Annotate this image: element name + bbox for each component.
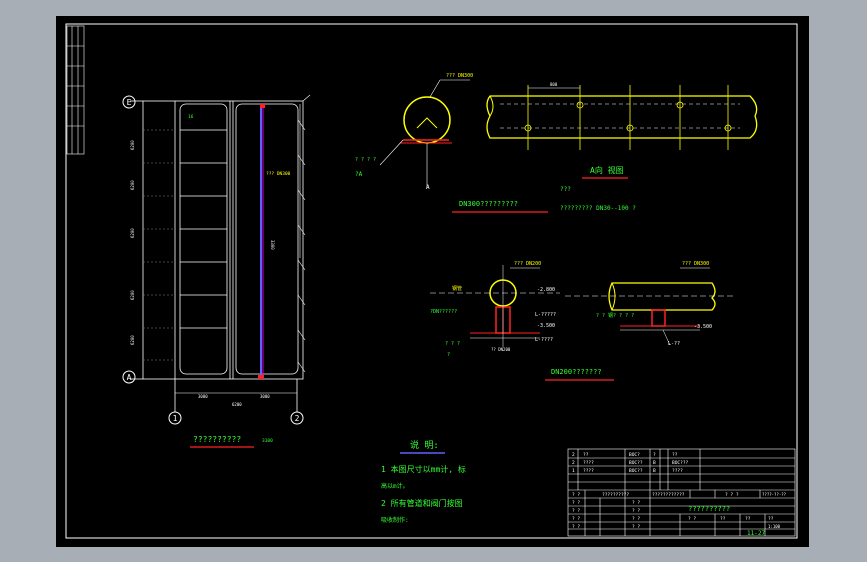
notes-line-2: 高以m计。 (381, 482, 409, 490)
axis-label-2: 2 (295, 414, 300, 423)
section-b-elev-3: -3.500 (537, 323, 555, 329)
title-block: 2 ?? ВОС? ? ?? 2 ???? ВОС?? В ВОС??? 1 ?… (567, 448, 796, 537)
view-a: 800 A向 视图 ??? ????????? DN30--100 ? (486, 82, 758, 212)
tb-row2-col3: ВОС?? (629, 460, 643, 466)
tb-sub-header-5: ????-??-?? (762, 492, 787, 497)
view-a-note-1: ??? (560, 186, 571, 193)
section-b-top-label: ??? DN200 (514, 261, 541, 267)
section-a-title: DN300????????? (459, 200, 518, 208)
tb-row1-col5: ?? (672, 452, 678, 458)
notes-line-4: 吸收制作: (381, 516, 409, 524)
section-b: ??? DN200 钢管 ?DN?????? ? ? ? ? -2.800 L-… (430, 261, 614, 381)
section-b-left-label-4: ? (447, 352, 450, 358)
tb-sub-header-3: ???????????? (652, 492, 685, 498)
tb-row2-col2: ???? (583, 460, 594, 466)
tb-left-cell-1: ? ? (572, 500, 580, 506)
tb-row2-col5: ВОС??? (672, 460, 689, 466)
tb-sub-header-1: ? ? (572, 492, 580, 498)
notes-line-1: 1 本图尺寸以mm计, 标 (381, 464, 466, 474)
tb-row1-col2: ?? (583, 452, 589, 458)
tb-sub-header-2: ?????????? (602, 492, 629, 498)
section-b-left-label-3: ? ? ? (445, 341, 460, 347)
plan-dim-left-4: 6200 (130, 290, 135, 300)
plan-scale: 3100 (262, 438, 273, 444)
axis-bubble-e: E (122, 95, 136, 109)
tb-row3-col2: ???? (583, 468, 594, 474)
section-c-left-label: ? ? 钢? ? ? ? (596, 312, 634, 319)
tb-mid-cell-4: ? ? (632, 524, 640, 530)
plan-pipe-label: ??? DN300 (266, 171, 291, 177)
tb-row1-col4: ? (653, 452, 656, 458)
tb-row1-col3: ВОС? (629, 452, 640, 458)
drawing-border (65, 23, 798, 539)
plan-dim-left-3: 6200 (130, 228, 135, 238)
tb-project-name: ?????????? (688, 505, 730, 513)
section-a-top-label: ??? DN300 (446, 73, 473, 79)
tb-right-cell-2: ?? (720, 516, 726, 522)
view-a-dim: 800 (550, 82, 558, 87)
section-b-elev-4: L-???? (535, 337, 553, 343)
view-a-title: A向 视图 (590, 165, 624, 175)
tb-mid-cell-3: ? ? (632, 516, 640, 522)
section-b-elev-1: -2.800 (537, 287, 555, 293)
plan-view: E A 1 2 16 ??? DN300 3300 3000 3000 6200… (122, 94, 311, 448)
axis-label-e: E (127, 98, 132, 107)
notes-block: 说 明: 1 本图尺寸以mm计, 标 高以m计。 2 所有管道和阀门按图 吸收制… (381, 439, 466, 524)
section-b-dim: ?? DN200 (491, 347, 511, 352)
plan-title: ?????????? (193, 435, 241, 444)
plan-dim-bottom-1: 3000 (198, 394, 208, 399)
plan-small-label: 16 (188, 114, 194, 120)
tb-row1-col1: 2 (572, 452, 575, 458)
tb-drawing-number: 11-27 (747, 530, 765, 537)
tb-row3-col3: ВОС?? (629, 468, 643, 474)
view-a-note-2: ????????? DN30--100 ? (560, 205, 636, 212)
tb-left-cell-2: ? ? (572, 508, 580, 514)
tb-mid-cell-1: ? ? (632, 500, 640, 506)
tb-right-cell-1: ? ? (688, 516, 696, 522)
section-a-side-label-2: ?A (355, 171, 363, 178)
section-c-elev-2: L-?? (668, 341, 680, 347)
tb-right-cell-4: ?? (768, 516, 774, 522)
tb-left-cell-4: ? ? (572, 524, 580, 530)
plan-dim-total: 6200 (232, 402, 242, 407)
axis-bubble-2: 2 (290, 411, 304, 425)
plan-dim-left-5: 6200 (130, 335, 135, 345)
axis-bubble-a: A (122, 370, 136, 384)
section-a: ??? DN300 ? ? ? ? ?A A DN300????????? (355, 73, 548, 213)
plan-dim-left-2: 6200 (130, 180, 135, 190)
tb-row2-col4: В (653, 460, 656, 466)
axis-label-1: 1 (173, 414, 178, 423)
plan-dim-bottom-2: 3000 (260, 394, 270, 399)
left-stamp-strip (66, 25, 85, 155)
tb-right-cell-3: ?? (745, 516, 751, 522)
section-a-side-label-1: ? ? ? ? (355, 157, 376, 163)
section-c-elev-1: -3.500 (694, 324, 712, 330)
axis-label-a: A (127, 373, 132, 382)
tb-scale: 1:100 (768, 524, 781, 529)
tb-row3-col4: В (653, 468, 656, 474)
tb-left-cell-3: ? ? (572, 516, 580, 522)
drawing-sheet (56, 16, 809, 547)
tb-row3-col5: ???? (672, 468, 683, 474)
tb-row3-col1: 1 (572, 468, 575, 474)
axis-bubble-1: 1 (168, 411, 182, 425)
notes-title: 说 明: (410, 439, 439, 451)
section-b-title: DN200??????? (551, 368, 602, 376)
section-b-left-label-1: 钢管 (452, 285, 462, 292)
section-a-arrow: A (426, 184, 430, 191)
notes-line-3: 2 所有管道和阀门按图 (381, 498, 463, 508)
section-b-left-label-2: ?DN?????? (430, 309, 457, 315)
section-c-top-label: ??? DN300 (682, 261, 709, 267)
section-b-elev-2: L-????? (535, 312, 556, 318)
plan-vertical-dim: 3300 (270, 240, 275, 250)
plan-dim-left-1: 6200 (130, 140, 135, 150)
tb-mid-cell-2: ? ? (632, 508, 640, 514)
section-c: ??? DN300 ? ? 钢? ? ? ? -3.500 L-?? (565, 261, 735, 347)
tb-row2-col1: 2 (572, 460, 575, 466)
tb-sub-header-4: ? ? ? (725, 492, 739, 498)
